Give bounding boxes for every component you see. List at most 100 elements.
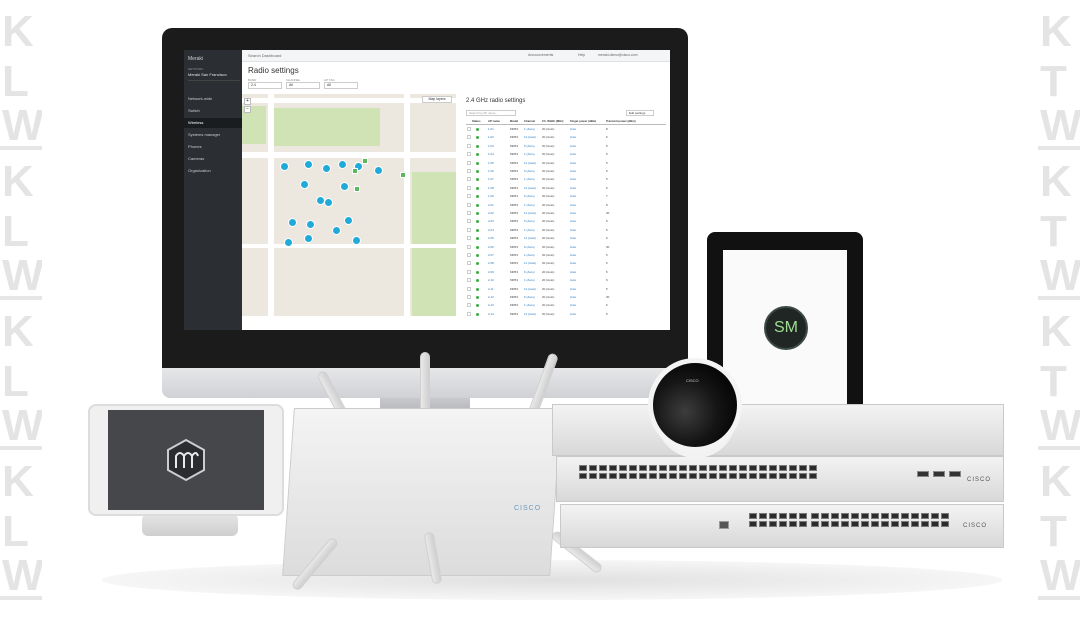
- table-cell[interactable]: 2.11: [488, 286, 494, 291]
- sidebar-item-wireless[interactable]: Wireless: [184, 118, 242, 128]
- col-status[interactable]: Status: [472, 119, 481, 123]
- row-checkbox[interactable]: [467, 219, 471, 224]
- row-checkbox[interactable]: [467, 135, 471, 140]
- row-checkbox[interactable]: [467, 194, 471, 199]
- col-target-power[interactable]: Target power (dBm): [570, 119, 597, 123]
- row-checkbox[interactable]: [467, 143, 471, 148]
- table-cell[interactable]: 2.14: [488, 311, 494, 316]
- row-checkbox[interactable]: [467, 160, 471, 165]
- ap-marker[interactable]: [304, 160, 313, 169]
- ap-marker[interactable]: [352, 236, 361, 245]
- help-link[interactable]: Help: [578, 53, 586, 57]
- col-channel[interactable]: Channel: [524, 119, 536, 123]
- table-cell[interactable]: 1.01: [488, 127, 494, 131]
- ap-marker[interactable]: [322, 164, 331, 173]
- edit-settings-button[interactable]: Edit settings: [626, 110, 654, 116]
- row-checkbox[interactable]: [467, 278, 471, 283]
- row-checkbox[interactable]: [467, 261, 471, 266]
- row-checkbox[interactable]: [467, 253, 471, 257]
- row-checkbox[interactable]: [467, 295, 471, 299]
- row-checkbox[interactable]: [467, 286, 471, 291]
- ap-marker[interactable]: [306, 220, 315, 229]
- floor-map[interactable]: Map layers + −: [242, 94, 456, 316]
- table-cell[interactable]: 1.02: [488, 135, 494, 140]
- ap-marker[interactable]: [304, 234, 313, 243]
- table-cell[interactable]: 2.10: [488, 278, 494, 283]
- table-cell[interactable]: 1.08: [488, 185, 494, 190]
- ap-marker[interactable]: [280, 162, 289, 171]
- table-cell[interactable]: 2.06: [488, 244, 494, 249]
- ap-marker[interactable]: [354, 162, 363, 171]
- sidebar-item-organization[interactable]: Organization: [188, 168, 211, 173]
- filter-band-select[interactable]: 2.4: [248, 82, 282, 89]
- switch-marker[interactable]: [400, 172, 406, 178]
- row-checkbox[interactable]: [467, 303, 471, 308]
- table-cell[interactable]: 2.03: [488, 219, 494, 224]
- row-checkbox[interactable]: [467, 185, 471, 190]
- row-checkbox[interactable]: [467, 269, 471, 274]
- filter-channel-select[interactable]: All: [286, 82, 320, 89]
- map-layers-button[interactable]: Map layers: [422, 96, 452, 103]
- table-cell[interactable]: 2.05: [488, 236, 494, 241]
- row-checkbox[interactable]: [467, 177, 471, 182]
- switch-marker[interactable]: [354, 186, 360, 192]
- ap-marker[interactable]: [344, 216, 353, 225]
- sidebar-item-cameras[interactable]: Cameras: [188, 156, 205, 161]
- announcements-link[interactable]: Announcements: [528, 53, 554, 57]
- table-cell[interactable]: 1.05: [488, 160, 494, 165]
- ap-marker[interactable]: [284, 238, 293, 247]
- sidebar-item-network-wide[interactable]: Network-wide: [188, 96, 213, 101]
- sidebar-item-systems-manager[interactable]: Systems manager: [188, 132, 221, 137]
- sidebar-item-phones[interactable]: Phones: [188, 144, 202, 149]
- filter-aptag-select[interactable]: All: [324, 82, 358, 89]
- table-cell[interactable]: 1.04: [488, 152, 494, 157]
- row-checkbox[interactable]: [467, 227, 471, 232]
- col-model[interactable]: Model: [510, 119, 519, 123]
- table-cell[interactable]: 2.04: [488, 227, 494, 232]
- col-ap-name[interactable]: AP name: [488, 119, 500, 123]
- switch-marker[interactable]: [352, 168, 358, 174]
- ap-marker[interactable]: [288, 218, 297, 227]
- row-checkbox[interactable]: [467, 236, 471, 241]
- table-cell[interactable]: 2.09: [488, 269, 494, 274]
- zoom-in-button[interactable]: +: [244, 98, 251, 105]
- table-cell[interactable]: 1.09: [488, 194, 494, 199]
- switch-marker[interactable]: [362, 158, 368, 164]
- table-cell[interactable]: 2.02: [488, 211, 494, 215]
- ap-marker[interactable]: [324, 198, 333, 207]
- ap-search-input[interactable]: Search by AP name...: [466, 110, 516, 116]
- network-selector[interactable]: Meraki San Francisco: [188, 72, 240, 81]
- row-checkbox[interactable]: [467, 311, 471, 316]
- ap-marker[interactable]: [374, 166, 383, 175]
- row-checkbox[interactable]: [467, 211, 471, 215]
- zoom-out-button[interactable]: −: [244, 106, 251, 113]
- table-cell[interactable]: 2.07: [488, 253, 494, 257]
- search-input[interactable]: Search Dashboard: [248, 53, 282, 58]
- ap-marker[interactable]: [300, 180, 309, 189]
- row-checkbox[interactable]: [467, 152, 471, 157]
- ap-marker[interactable]: [332, 226, 341, 235]
- ap-marker[interactable]: [340, 182, 349, 191]
- table-cell[interactable]: 1.07: [488, 177, 494, 182]
